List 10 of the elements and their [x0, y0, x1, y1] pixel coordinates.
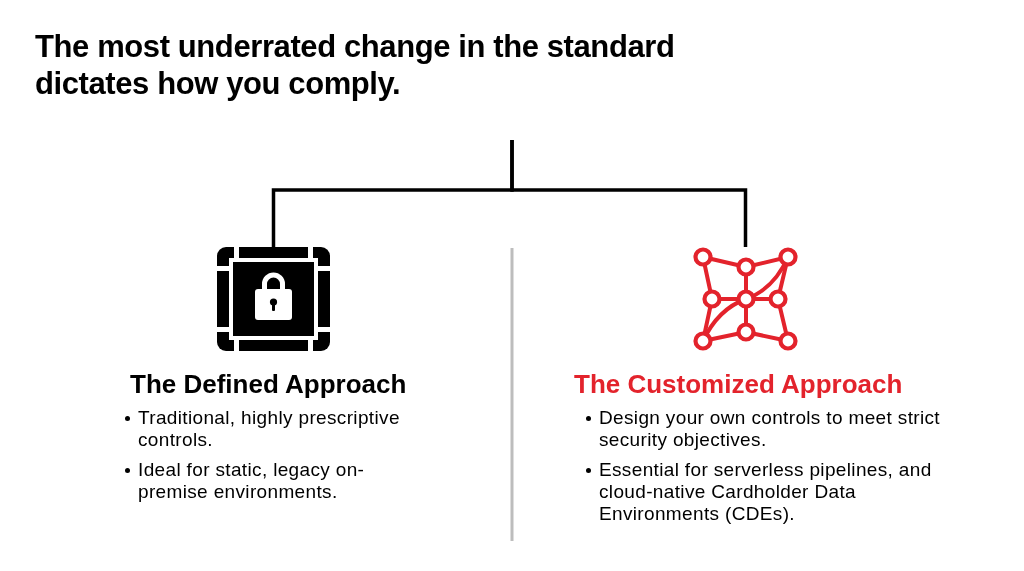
- connector-line: [510, 140, 748, 247]
- title: The most underrated change in the standard dictates how you comply.: [35, 28, 676, 102]
- heading: The Defined Approach: [130, 369, 407, 399]
- heading: The Customized Approach: [574, 369, 903, 399]
- lock-icon: [217, 247, 330, 351]
- bullet-point: Traditional, highly prescriptive controls.: [125, 407, 423, 451]
- bullet-point: Ideal for static, legacy on-premise environments.: [125, 459, 423, 503]
- network-icon: [692, 247, 799, 351]
- bullet-point: Essential for serverless pipelines, and cloud-native Cardholder Data Environments (CDEs).: [586, 459, 969, 525]
- bullet-point: Design your own controls to meet strict security objectives.: [586, 407, 969, 451]
